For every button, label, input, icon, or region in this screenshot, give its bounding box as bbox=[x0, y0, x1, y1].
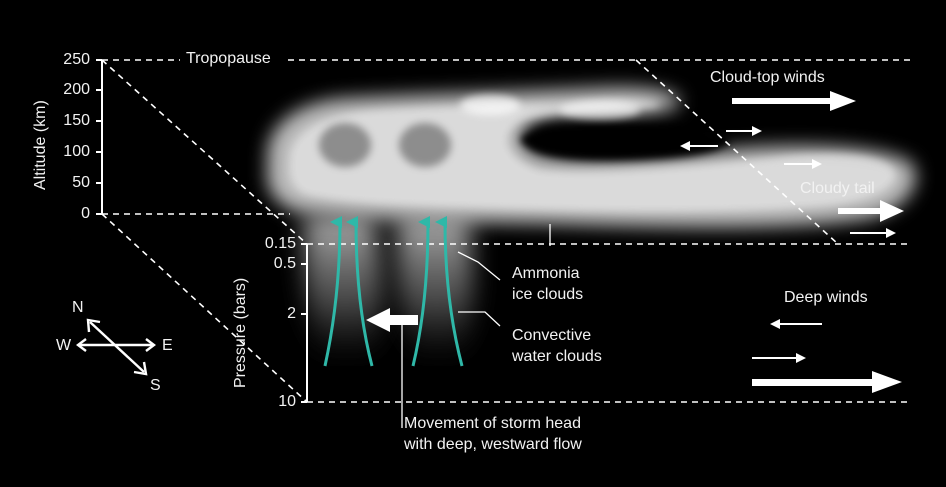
dashed-guides bbox=[101, 59, 910, 403]
altitude-tick: 50 bbox=[72, 174, 90, 191]
altitude-tick: 200 bbox=[63, 81, 90, 98]
compass-east: E bbox=[162, 337, 173, 354]
pressure-tick: 10 bbox=[278, 393, 296, 410]
ammonia-ice-clouds-label-line2: ice clouds bbox=[512, 286, 584, 303]
pressure-tick: 2 bbox=[287, 305, 296, 322]
storm-cloud bbox=[267, 87, 916, 228]
compass-south: S bbox=[150, 377, 161, 394]
pressure-axis-label: Pressure (bars) bbox=[232, 277, 249, 388]
cloud-top-wind-arrows bbox=[680, 91, 904, 238]
deep-wind-arrows bbox=[752, 319, 902, 393]
ammonia-ice-clouds-label-line1: Ammonia bbox=[512, 265, 580, 282]
storm-head-arrow bbox=[366, 308, 418, 332]
convective-water-clouds-label-line1: Convective bbox=[512, 327, 592, 344]
deep-winds-label: Deep winds bbox=[784, 289, 868, 306]
altitude-axis bbox=[96, 59, 103, 215]
altitude-axis-label: Altitude (km) bbox=[32, 100, 49, 190]
altitude-tick: 100 bbox=[63, 143, 90, 160]
compass-north: N bbox=[72, 299, 84, 316]
tropopause-label: Tropopause bbox=[186, 50, 271, 67]
altitude-tick: 0 bbox=[81, 205, 90, 222]
cloud-top-winds-label: Cloud-top winds bbox=[710, 69, 825, 86]
convective-water-clouds-label-line2: water clouds bbox=[512, 348, 602, 365]
cloudy-tail-label: Cloudy tail bbox=[800, 180, 875, 197]
pressure-tick: 0.5 bbox=[273, 255, 296, 272]
storm-movement-label-line2: with deep, westward flow bbox=[404, 436, 582, 453]
updraft-arrows bbox=[323, 215, 464, 367]
storm-movement-label-line1: Movement of storm head bbox=[404, 415, 581, 432]
compass-rose bbox=[76, 318, 156, 376]
pressure-tick: 0.15 bbox=[264, 235, 296, 252]
altitude-tick: 150 bbox=[63, 112, 90, 129]
altitude-tick: 250 bbox=[63, 51, 90, 68]
pressure-axis bbox=[301, 243, 308, 403]
leader-lines bbox=[401, 224, 551, 428]
compass-west: W bbox=[56, 337, 72, 354]
